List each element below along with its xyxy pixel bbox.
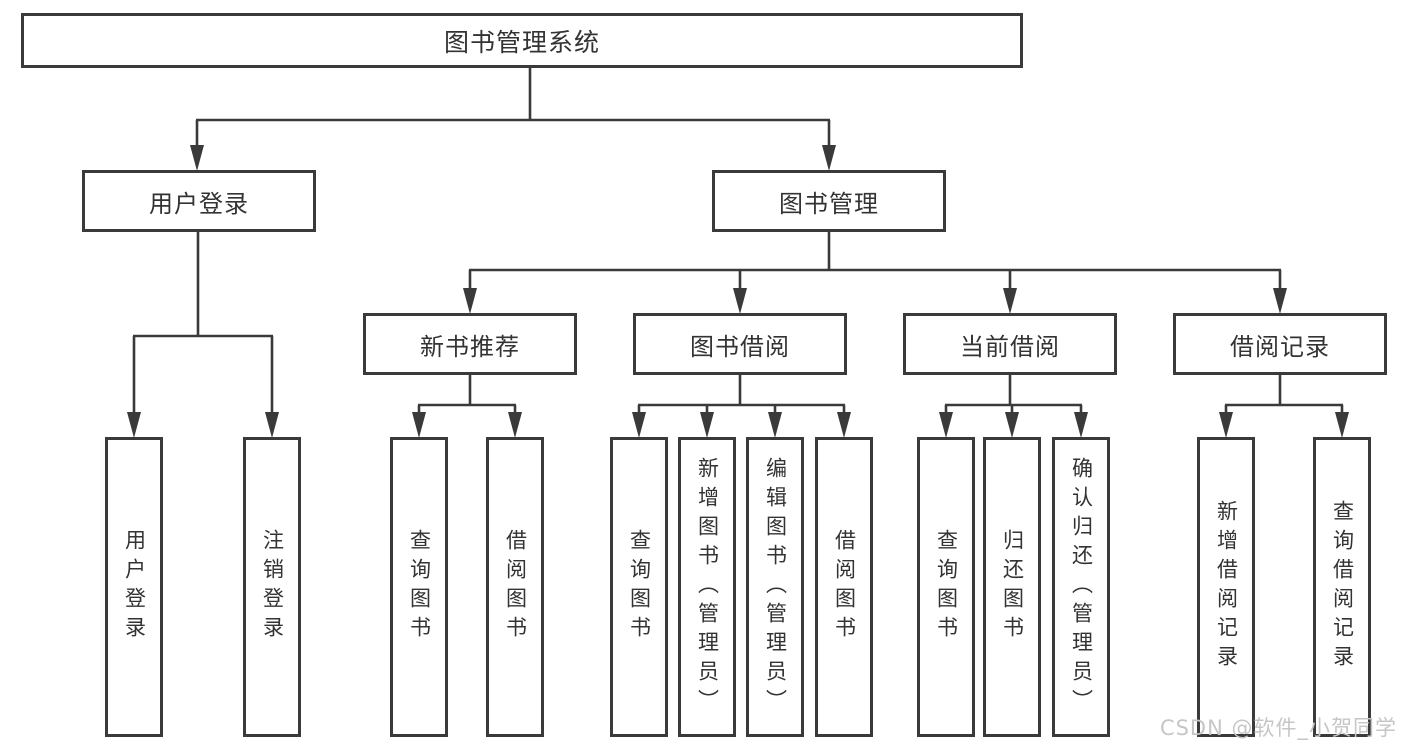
leaf-return-book: 归还图书 [983,437,1041,737]
leaf-logout: 注销登录 [243,437,301,737]
leaf-user-login: 用户登录 [105,437,163,737]
leaf-query-borrow-record-label: 查询借阅记录 [1330,500,1355,674]
leaf-borrow-book-label: 借阅图书 [832,529,857,645]
watermark: CSDN @软件_小贺同学 [1159,716,1397,740]
node-book-management-system: 图书管理系统 [21,13,1023,68]
leaf-edit-book-admin: 编辑图书（管理员） [746,437,804,737]
leaf-query-book-recommend-label: 查询图书 [407,529,432,645]
leaf-add-book-admin: 新增图书（管理员） [678,437,736,737]
leaf-edit-book-admin-label: 编辑图书（管理员） [763,456,788,718]
leaf-confirm-return-admin: 确认归还（管理员） [1052,437,1110,737]
leaf-query-book-borrowing-label: 查询图书 [627,529,652,645]
leaf-query-book-borrowing: 查询图书 [610,437,668,737]
leaf-add-borrow-record-label: 新增借阅记录 [1214,500,1239,674]
leaf-query-book-current-label: 查询图书 [934,529,959,645]
leaf-borrow-book-recommend: 借阅图书 [486,437,544,737]
leaf-query-borrow-record: 查询借阅记录 [1313,437,1371,737]
node-user-login: 用户登录 [82,170,316,232]
node-current-borrowing: 当前借阅 [903,313,1117,375]
leaf-add-borrow-record: 新增借阅记录 [1197,437,1255,737]
leaf-confirm-return-admin-label: 确认归还（管理员） [1069,456,1094,718]
leaf-borrow-book: 借阅图书 [815,437,873,737]
leaf-logout-label: 注销登录 [260,529,285,645]
leaf-user-login-label: 用户登录 [122,529,147,645]
leaf-query-book-current: 查询图书 [917,437,975,737]
leaf-add-book-admin-label: 新增图书（管理员） [695,456,720,718]
leaf-return-book-label: 归还图书 [1000,529,1025,645]
node-new-book-recommend: 新书推荐 [363,313,577,375]
node-book-borrowing: 图书借阅 [633,313,847,375]
node-book-management: 图书管理 [712,170,946,232]
leaf-borrow-book-recommend-label: 借阅图书 [503,529,528,645]
leaf-query-book-recommend: 查询图书 [390,437,448,737]
node-borrow-records: 借阅记录 [1173,313,1387,375]
